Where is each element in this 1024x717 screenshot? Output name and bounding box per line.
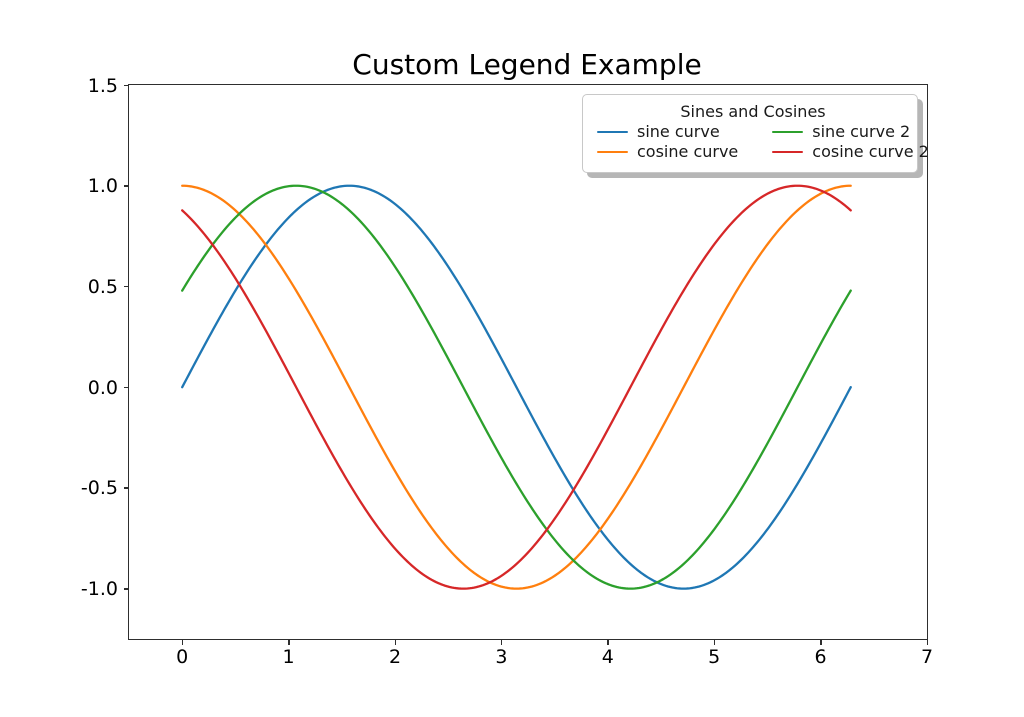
curves-svg bbox=[181, 184, 852, 590]
legend-swatch bbox=[772, 150, 804, 154]
y-tick-label: -0.5 bbox=[80, 477, 118, 500]
x-tick-label: 1 bbox=[282, 646, 295, 668]
x-tick-mark bbox=[500, 640, 503, 645]
legend-entry-label: sine curve 2 bbox=[812, 122, 911, 141]
legend-entry: sine curve bbox=[597, 122, 738, 142]
series-line-sine-curve-2 bbox=[181, 184, 852, 590]
x-tick-label: 5 bbox=[708, 646, 721, 668]
y-tick-label: 1.5 bbox=[87, 74, 118, 97]
x-tick-label: 3 bbox=[495, 646, 508, 668]
y-tick-label: 0.0 bbox=[87, 376, 118, 399]
legend-swatch bbox=[772, 130, 804, 134]
y-tick-mark bbox=[124, 84, 129, 86]
x-tick-label: 6 bbox=[814, 646, 827, 668]
y-tick-label: 0.5 bbox=[87, 275, 118, 298]
series-line-sine-curve bbox=[181, 184, 852, 590]
legend-entry-label: cosine curve 2 bbox=[812, 142, 929, 161]
x-tick-mark bbox=[926, 640, 928, 645]
x-tick-mark bbox=[394, 640, 396, 645]
legend-entry: sine curve 2 bbox=[772, 122, 929, 142]
series-line-cosine-curve-2 bbox=[181, 184, 852, 590]
legend-swatch bbox=[597, 130, 628, 134]
series-line-cosine-curve bbox=[181, 184, 852, 590]
y-tick-mark bbox=[124, 487, 129, 489]
plot-area bbox=[128, 84, 928, 640]
x-tick-mark bbox=[713, 640, 716, 645]
y-tick-mark bbox=[124, 588, 129, 590]
y-tick-label: -1.0 bbox=[80, 578, 118, 601]
x-tick-mark bbox=[288, 640, 290, 645]
x-tick-label: 0 bbox=[176, 646, 189, 668]
chart-title: Custom Legend Example bbox=[352, 48, 702, 81]
x-tick-mark bbox=[607, 640, 609, 645]
legend-entry: cosine curve bbox=[597, 142, 738, 162]
x-tick-label: 2 bbox=[388, 646, 402, 668]
legend-title: Sines and Cosines bbox=[680, 102, 826, 121]
legend-entry-label: sine curve bbox=[637, 122, 720, 141]
legend-entry: cosine curve 2 bbox=[772, 142, 929, 162]
legend-entry-label: cosine curve bbox=[637, 142, 739, 161]
legend-swatch bbox=[597, 150, 628, 154]
y-tick-mark bbox=[124, 386, 129, 389]
y-tick-label: 1.0 bbox=[87, 175, 118, 198]
y-tick-mark bbox=[124, 285, 129, 288]
x-tick-mark bbox=[181, 640, 184, 645]
x-tick-label: 4 bbox=[601, 646, 614, 668]
x-tick-mark bbox=[820, 640, 822, 645]
x-tick-label: 7 bbox=[920, 646, 934, 668]
y-tick-mark bbox=[124, 185, 129, 187]
